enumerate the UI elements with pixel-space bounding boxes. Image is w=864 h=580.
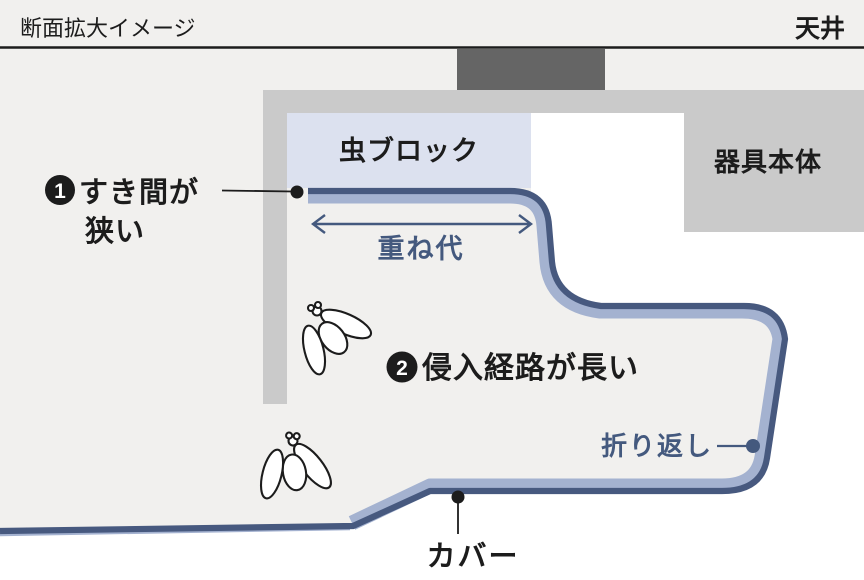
cover-leader-dot — [451, 490, 465, 504]
gap-leader-line — [221, 189, 294, 193]
cover-label: カバー — [426, 541, 519, 573]
callout1-line2: 狭い — [84, 215, 145, 248]
callout1-number: 1 — [54, 180, 66, 203]
foldback-leader-dot — [746, 439, 760, 453]
callout1-number-badge — [45, 175, 75, 205]
gap-leader-dot — [290, 185, 304, 199]
fixture-body-label: 器具本体 — [713, 147, 822, 177]
cover-band-light — [308, 188, 788, 530]
insect-icon — [301, 300, 373, 376]
overlap-label: 重ね代 — [378, 234, 465, 264]
foldback-label: 折り返し — [601, 431, 713, 461]
insect-icon — [259, 431, 332, 500]
ceiling-label: 天井 — [795, 15, 845, 43]
cover-band-dark — [0, 187, 789, 535]
page-title: 断面拡大イメージ — [20, 16, 196, 41]
overlap-arrow — [311, 214, 533, 234]
callout2-text: 侵入経路が長い — [421, 351, 639, 385]
white-space-region — [0, 113, 864, 580]
ceiling-structure-shape — [263, 90, 864, 404]
ceiling-mount-shape — [457, 49, 605, 90]
mushi-block-label: 虫ブロック — [339, 135, 479, 166]
callout2-number-badge — [386, 351, 418, 383]
callout2-number: 2 — [396, 357, 408, 380]
mushi-block-shape — [287, 113, 531, 188]
callout1-line1: すき間が — [79, 175, 199, 209]
